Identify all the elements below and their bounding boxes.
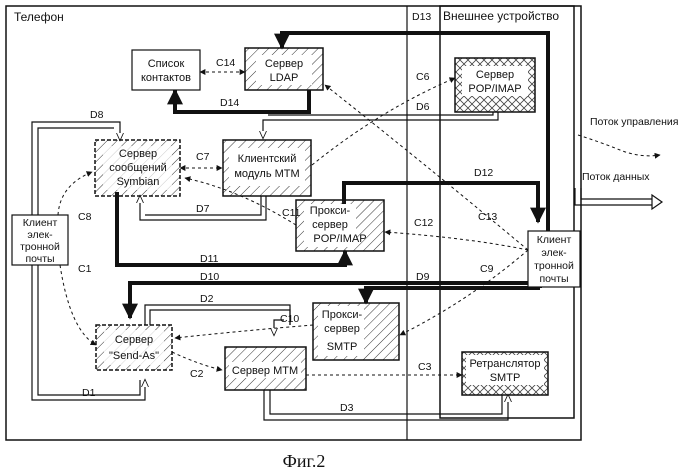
mtm-server-line1: Сервер MTM <box>232 365 298 377</box>
relay-line2: SMTP <box>490 372 521 384</box>
send-as-line1: Сервер <box>115 334 153 346</box>
flow-d6 <box>263 112 498 138</box>
label-c2: C2 <box>190 368 204 380</box>
mtm-client-line1: Клиентский <box>238 153 297 165</box>
proxy-smtp-line2: сервер <box>324 323 360 335</box>
label-d6: D6 <box>416 101 430 113</box>
legend-control-label: Поток управления <box>590 116 678 128</box>
label-c9: C9 <box>480 263 494 275</box>
label-d8: D8 <box>90 109 104 121</box>
email-right-line2: элек- <box>541 247 567 259</box>
symbian-message-server-box: Сервер сообщений Symbian <box>95 140 180 196</box>
label-d9: D9 <box>416 271 430 283</box>
label-d10: D10 <box>200 271 219 283</box>
label-c11: C11 <box>282 207 301 219</box>
smtp-relay-box: Ретранслятор SMTP <box>462 352 548 395</box>
mtm-client-line2: модуль MTM <box>234 168 299 180</box>
external-region-label: Внешнее устройство <box>443 9 559 23</box>
email-left-line2: элек- <box>27 229 53 241</box>
label-d7: D7 <box>196 203 210 215</box>
label-c1: C1 <box>78 263 92 275</box>
label-c8: C8 <box>78 211 92 223</box>
legend-control-sample <box>578 135 660 156</box>
ldap-line2: LDAP <box>270 72 299 84</box>
flow-d9 <box>366 288 540 303</box>
contacts-list-box: Список контактов <box>132 50 200 90</box>
legend-data-sample <box>575 188 662 209</box>
contacts-line2: контактов <box>141 72 191 84</box>
ldap-server-box: Сервер LDAP <box>245 48 323 90</box>
email-left-line3: тронной <box>20 241 60 253</box>
flow-d14 <box>175 90 309 112</box>
symbian-line1: Сервер <box>119 148 157 160</box>
relay-line1: Ретранслятор <box>470 358 541 370</box>
flow-c9 <box>400 250 528 335</box>
pop-imap-server-box: Сервер POP/IMAP <box>455 58 535 112</box>
email-left-line4: почты <box>25 253 54 265</box>
label-c7: C7 <box>196 151 210 163</box>
label-c6: C6 <box>416 71 430 83</box>
proxy-smtp-line1: Прокси- <box>322 309 363 321</box>
proxy-smtp-line3: SMTP <box>327 341 358 353</box>
email-client-phone-box: Клиент элек- тронной почты <box>12 215 68 265</box>
proxy-pop-line2: сервер <box>312 219 348 231</box>
label-d14: D14 <box>220 97 239 109</box>
label-d3: D3 <box>340 402 354 414</box>
pop-line2: POP/IMAP <box>468 83 521 95</box>
email-right-line1: Клиент <box>537 234 572 246</box>
proxy-pop-line3: POP/IMAP <box>313 233 366 245</box>
label-c10: C10 <box>280 313 299 325</box>
pop-line1: Сервер <box>476 69 514 81</box>
flow-d2 <box>145 305 290 325</box>
label-c13: C13 <box>478 211 497 223</box>
send-as-line2: "Send-As" <box>109 350 159 362</box>
symbian-line2: сообщений <box>109 162 167 174</box>
legend-data-label: Поток данных <box>582 171 650 183</box>
label-c3: C3 <box>418 361 432 373</box>
label-d12: D12 <box>474 167 493 179</box>
email-left-line1: Клиент <box>23 217 58 229</box>
email-right-line3: тронной <box>534 260 574 272</box>
label-d2: D2 <box>200 293 214 305</box>
label-d13: D13 <box>412 11 431 23</box>
proxy-pop-line1: Прокси- <box>310 205 351 217</box>
flow-c1 <box>60 265 96 345</box>
proxy-pop-imap-box: Прокси- сервер POP/IMAP <box>296 200 384 251</box>
email-client-external-box: Клиент элек- тронной почты <box>528 231 580 287</box>
label-c14: C14 <box>216 57 235 69</box>
contacts-line1: Список <box>148 58 185 70</box>
phone-region-label: Телефон <box>14 10 64 24</box>
flow-c10 <box>175 325 313 338</box>
flow-c6 <box>312 78 455 165</box>
figure-caption: Фиг.2 <box>283 451 326 471</box>
proxy-smtp-box: Прокси- сервер SMTP <box>313 303 399 360</box>
client-mtm-module-box: Клиентский модуль MTM <box>223 140 311 196</box>
symbian-line3: Symbian <box>117 176 160 188</box>
label-d11: D11 <box>200 253 219 265</box>
mtm-server-box: Сервер MTM <box>225 347 306 390</box>
label-c12: C12 <box>414 217 433 229</box>
email-right-line4: почты <box>539 273 568 285</box>
label-d1: D1 <box>82 387 96 399</box>
ldap-line1: Сервер <box>265 58 303 70</box>
flow-c8 <box>58 172 92 215</box>
send-as-server-box: Сервер "Send-As" <box>96 325 172 370</box>
